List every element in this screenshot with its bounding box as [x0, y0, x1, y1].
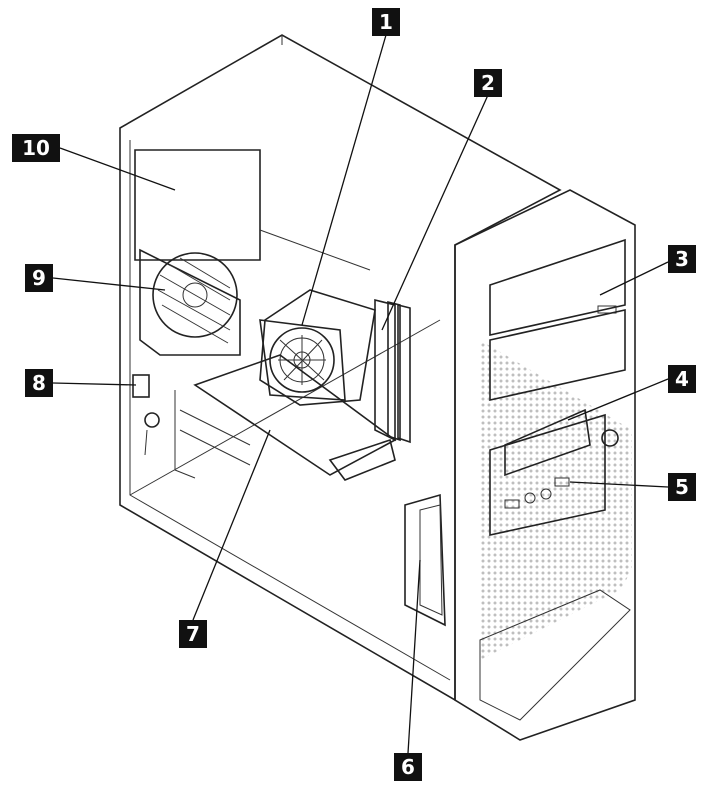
- leader-lines: [52, 34, 669, 754]
- callout-2: 2: [474, 69, 502, 97]
- power-supply: [134, 149, 371, 271]
- memory-modules: [374, 298, 411, 444]
- callout-7: 7: [179, 620, 207, 648]
- callout-9: 9: [25, 264, 53, 292]
- cover-presence-switch: [132, 374, 160, 456]
- front-ports: [489, 413, 606, 536]
- callout-8: 8: [25, 369, 53, 397]
- callout-3: 3: [668, 245, 696, 273]
- callout-1: 1: [372, 8, 400, 36]
- callout-6: 6: [394, 753, 422, 781]
- optical-drive: [489, 238, 626, 336]
- rear-fan: [139, 248, 241, 356]
- callout-10: 10: [12, 134, 60, 162]
- front-bezel: [454, 189, 636, 741]
- hard-disk-drive-bay: [404, 493, 446, 627]
- callout-4: 4: [668, 365, 696, 393]
- card-reader: [489, 309, 626, 477]
- callout-5: 5: [668, 473, 696, 501]
- heatsink-fan-assembly: [259, 289, 376, 406]
- pci-express-card: [174, 354, 397, 481]
